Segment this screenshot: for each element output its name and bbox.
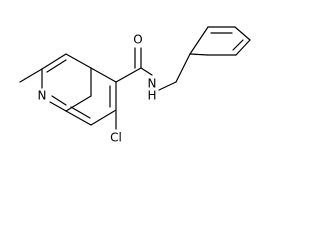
bond-ph-1	[189, 26, 209, 55]
bond-c2-c3-inner	[46, 59, 67, 73]
bond-c5-carbonyl	[115, 67, 142, 83]
bond-ph-4	[235, 39, 251, 56]
bond-c3-c4	[65, 53, 92, 69]
bond-methyl	[19, 68, 43, 83]
bond-n-ch2	[158, 81, 177, 91]
bond-c8a-c4a	[65, 95, 92, 112]
amide-nitrogen-label: N	[148, 77, 157, 91]
bond-n1-c8a-inner	[51, 95, 67, 106]
bond-c6-c7	[90, 109, 117, 126]
amide-hydrogen-label: H	[147, 89, 156, 103]
atom-labels: O N H N Cl	[38, 33, 157, 145]
ring-nitrogen-label: N	[38, 89, 47, 103]
bond-c2-c3	[41, 53, 67, 70]
bond-ch2-ch2	[175, 53, 191, 83]
bond-ph-3	[234, 26, 251, 41]
bond-carbonyl-n	[140, 67, 153, 76]
bond-c4a-c5	[90, 67, 117, 83]
bonds	[19, 26, 251, 130]
bond-c7-c8	[65, 110, 92, 126]
bond-n1-c8a	[49, 101, 67, 112]
quinoline-carboxamide-structure: O N H N Cl	[19, 26, 251, 145]
oxygen-label: O	[133, 33, 142, 47]
bond-ph-4-inner	[232, 39, 244, 51]
bond-ph-6	[189, 53, 209, 56]
chlorine-label: Cl	[110, 131, 122, 145]
bond-c7-c8-inner	[70, 106, 91, 119]
